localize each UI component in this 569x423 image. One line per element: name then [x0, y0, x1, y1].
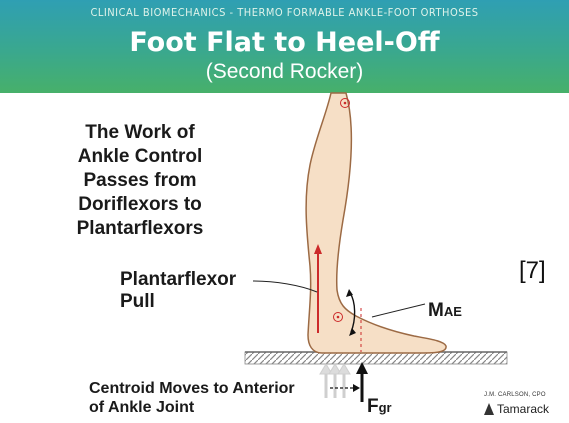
main-statement-line: The Work of [50, 121, 230, 145]
main-statement: The Work of Ankle Control Passes from Do… [50, 121, 230, 241]
plantarflexor-label-line: Pull [120, 291, 236, 313]
moment-label: MAE [428, 300, 462, 322]
ground [245, 352, 507, 364]
tamarack-logo: Tamarack [484, 402, 549, 416]
reference-number: [7] [519, 257, 546, 285]
moment-subscript: AE [444, 304, 462, 319]
plantarflexor-label-line: Plantarflexor [120, 269, 236, 291]
centroid-label-line: of Ankle Joint [89, 398, 295, 417]
main-statement-line: Passes from [50, 169, 230, 193]
leg-shape [306, 93, 446, 353]
centroid-label: Centroid Moves to Anterior of Ankle Join… [89, 379, 295, 417]
plantarflexor-label: Plantarflexor Pull [120, 269, 236, 313]
tree-icon [484, 403, 494, 415]
main-statement-line: Plantarflexors [50, 217, 230, 241]
brand-name: Tamarack [497, 402, 549, 416]
force-subscript: gr [379, 400, 392, 415]
force-label: Fgr [367, 396, 392, 418]
force-symbol: F [367, 396, 379, 417]
centroid-label-line: Centroid Moves to Anterior [89, 379, 295, 398]
moment-symbol: M [428, 300, 444, 321]
main-statement-line: Doriflexors to [50, 193, 230, 217]
main-statement-line: Ankle Control [50, 145, 230, 169]
distributed-force-arrows [320, 364, 350, 398]
author-credit: J.M. CARLSON, CPO [484, 392, 546, 398]
